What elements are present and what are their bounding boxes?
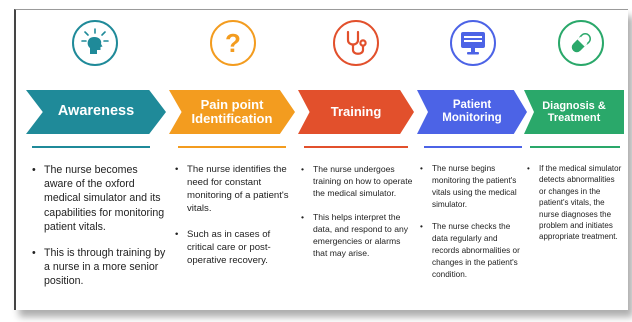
stethoscope-icon xyxy=(346,30,367,55)
awareness-bullet: The nurse becomes aware of the oxford me… xyxy=(32,163,168,234)
training-bullet: This helps interpret the data, and respo… xyxy=(301,211,413,259)
pain-point-bullet: The nurse identifies the need for consta… xyxy=(175,163,291,215)
underline-awareness xyxy=(32,146,150,148)
diagnosis-treatment-bullet: If the medical simulator detects abnorma… xyxy=(527,163,623,243)
awareness-details: The nurse becomes aware of the oxford me… xyxy=(32,163,168,301)
monitoring-icon xyxy=(450,20,496,66)
underline-pain-point xyxy=(178,146,286,148)
underline-diagnosis-treatment xyxy=(530,146,620,148)
head-with-arrows-icon xyxy=(81,28,109,54)
svg-text:?: ? xyxy=(225,28,241,58)
monitor-icon xyxy=(461,32,485,55)
pill-icon xyxy=(571,33,591,53)
stage-awareness: Awareness xyxy=(26,90,166,134)
diagnosis-treatment-details: If the medical simulator detects abnorma… xyxy=(527,163,623,243)
underline-training xyxy=(304,146,408,148)
training-icon xyxy=(333,20,379,66)
awareness-bullet: This is through training by a nurse in a… xyxy=(32,246,168,289)
question-mark-icon: ? xyxy=(225,28,241,58)
patient-monitoring-bullet: The nurse begins monitoring the patient'… xyxy=(420,163,524,211)
stage-training: Training xyxy=(298,90,414,134)
pain-point-details: The nurse identifies the need for consta… xyxy=(175,163,291,280)
stage-diagnosis-treatment: Diagnosis & Treatment xyxy=(524,90,624,134)
patient-monitoring-details: The nurse begins monitoring the patient'… xyxy=(420,163,524,291)
stage-pain-point: Pain point Identification xyxy=(169,90,295,134)
awareness-icon xyxy=(72,20,118,66)
training-bullet: The nurse undergoes training on how to o… xyxy=(301,163,413,199)
pain-point-bullet: Such as in cases of critical care or pos… xyxy=(175,228,291,267)
diagnosis-icon xyxy=(558,20,604,66)
pain-point-icon: ? xyxy=(210,20,256,66)
patient-monitoring-bullet: The nurse checks the data regularly and … xyxy=(420,221,524,281)
training-details: The nurse undergoes training on how to o… xyxy=(301,163,413,271)
stage-patient-monitoring: Patient Monitoring xyxy=(417,90,527,134)
underline-patient-monitoring xyxy=(424,146,522,148)
